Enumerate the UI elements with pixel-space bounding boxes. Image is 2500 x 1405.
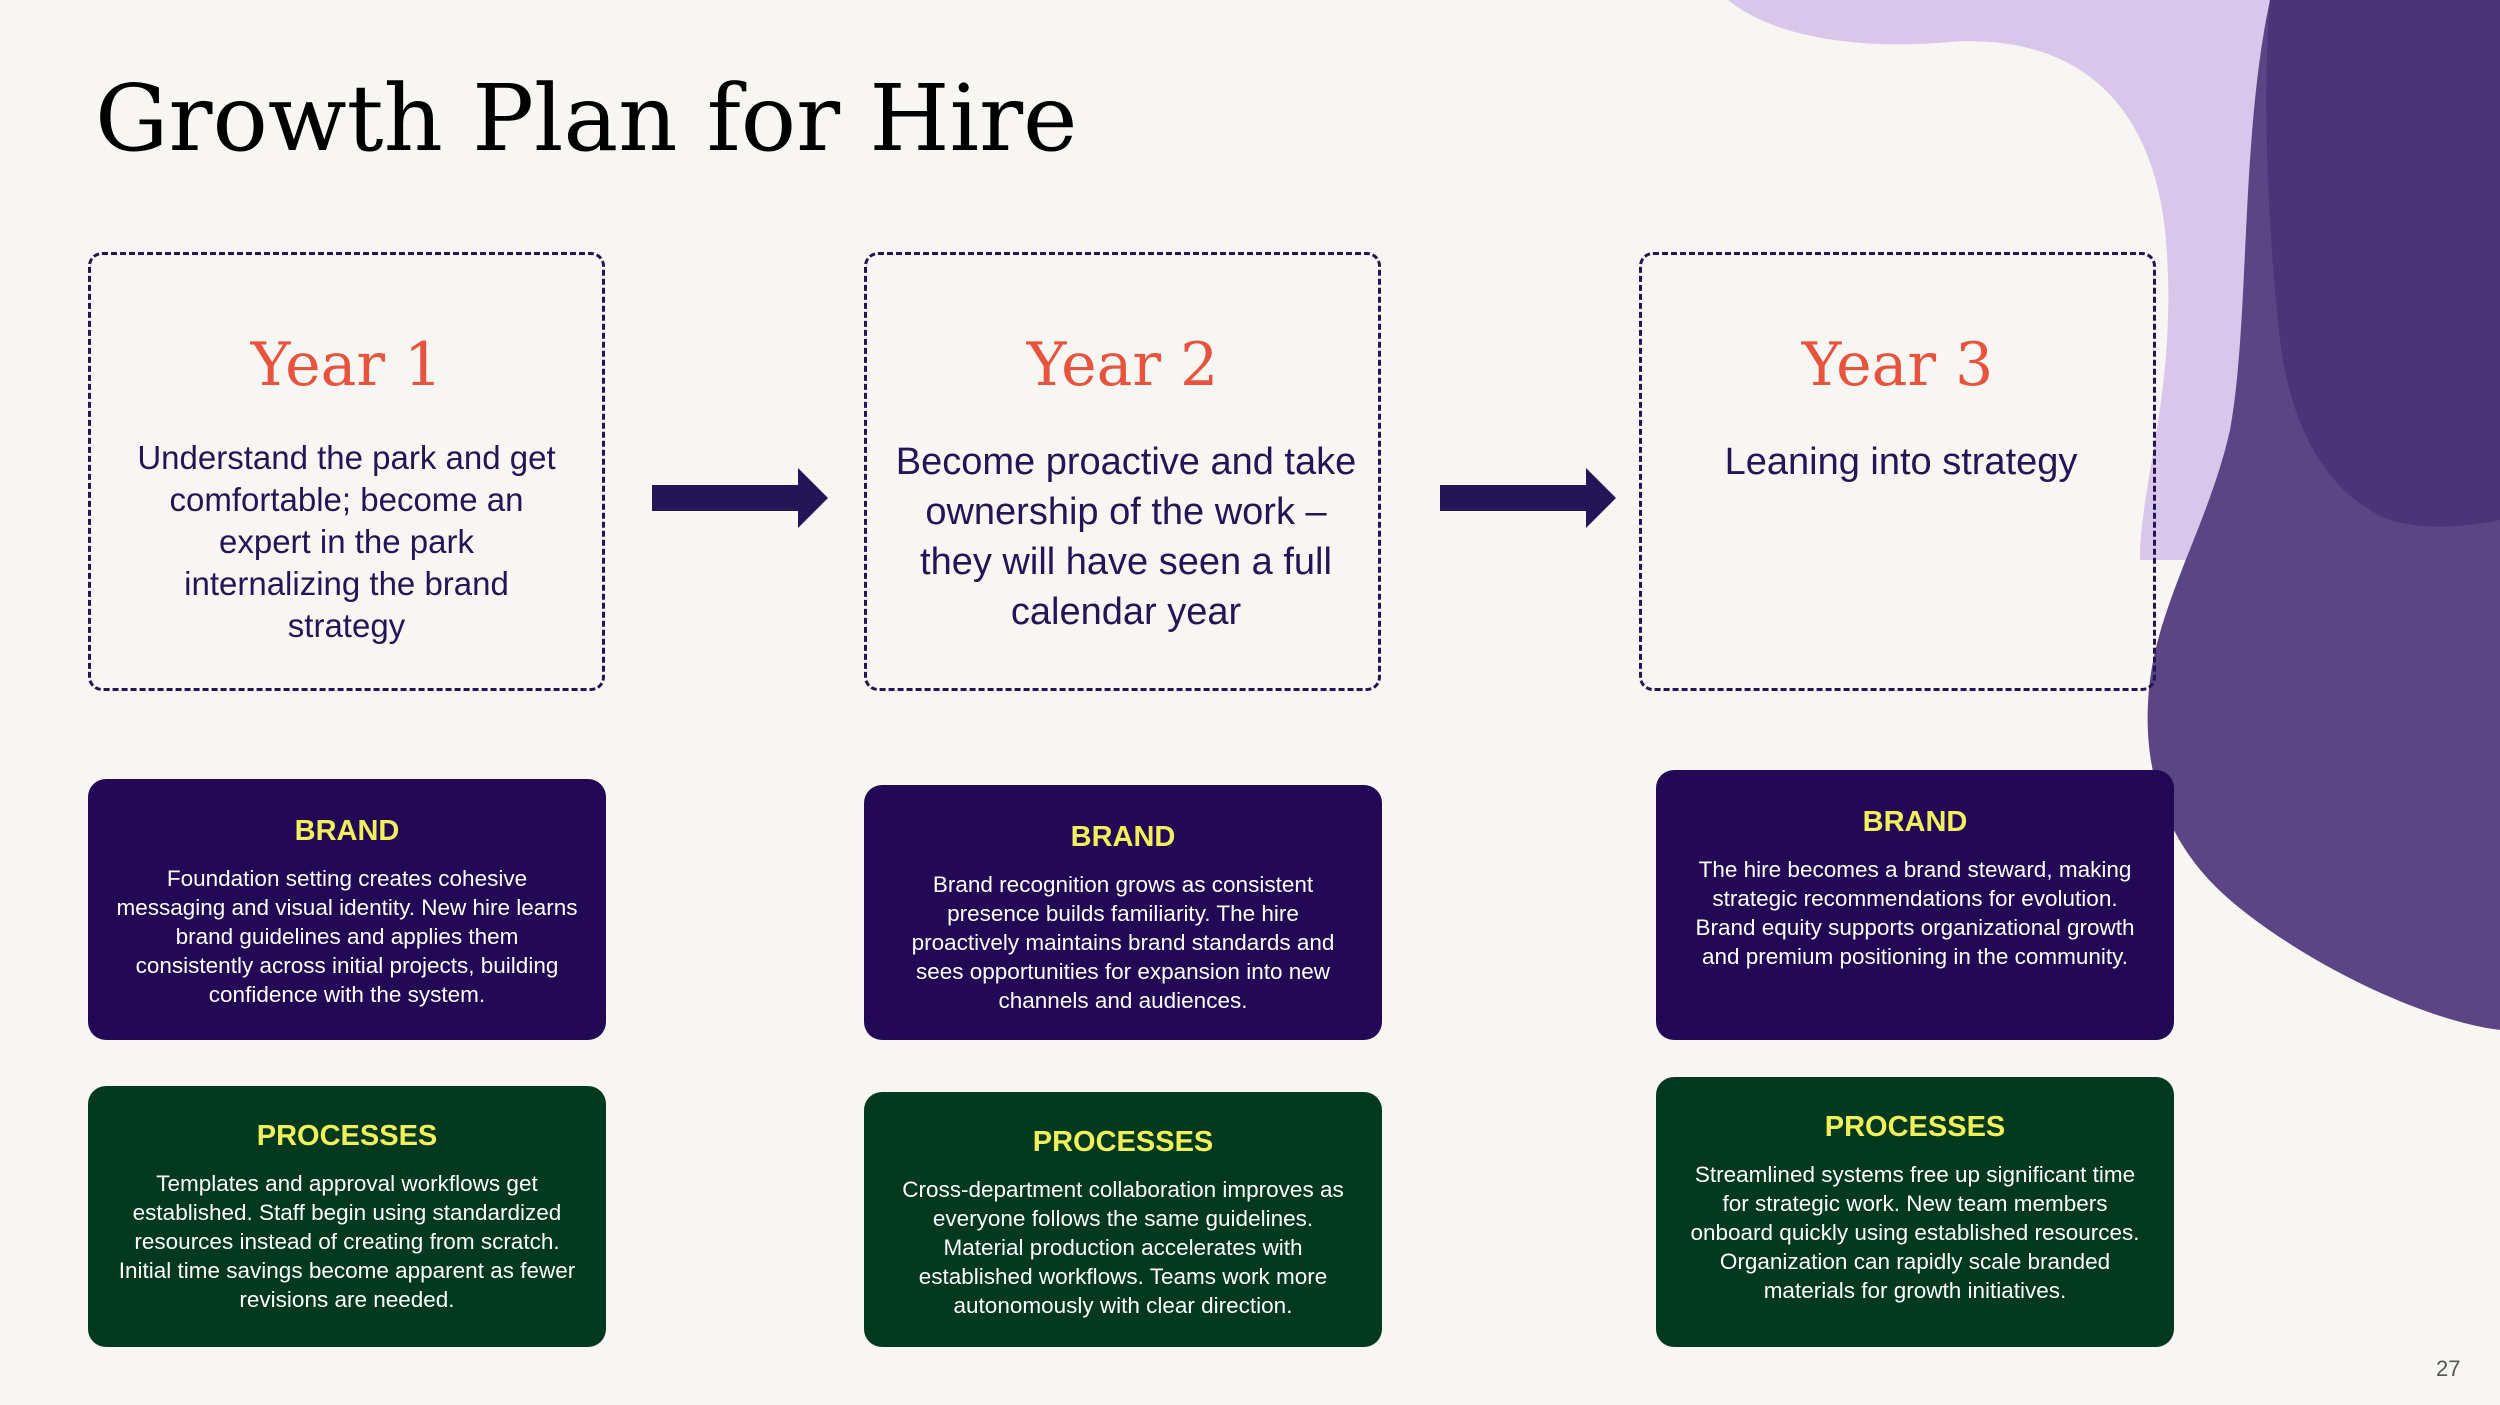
year-1-processes-card: PROCESSES Templates and approval workflo… xyxy=(88,1086,606,1347)
year-3-heading: Year 3 xyxy=(1801,330,1994,400)
year-1-box: Year 1 Understand the park and get comfo… xyxy=(88,252,605,691)
year-3-brand-card: BRAND The hire becomes a brand steward, … xyxy=(1656,770,2174,1040)
brand-body: The hire becomes a brand steward, making… xyxy=(1695,857,2135,969)
year-3-processes-card: PROCESSES Streamlined systems free up si… xyxy=(1656,1077,2174,1347)
dark-purple-blob xyxy=(2266,0,2500,527)
year-1-brand-card: BRAND Foundation setting creates cohesiv… xyxy=(88,779,606,1040)
year-2-heading: Year 2 xyxy=(1026,330,1219,400)
year-1-heading: Year 1 xyxy=(250,330,443,400)
processes-body: Cross-department collaboration improves … xyxy=(902,1177,1344,1318)
brand-heading: BRAND xyxy=(1070,821,1176,853)
processes-body: Streamlined systems free up significant … xyxy=(1690,1162,2140,1303)
brand-body: Brand recognition grows as consistent pr… xyxy=(911,872,1335,1013)
brand-body: Foundation setting creates cohesive mess… xyxy=(116,866,578,1007)
page-number: 27 xyxy=(2436,1356,2461,1381)
processes-body: Templates and approval workflows get est… xyxy=(118,1171,576,1312)
year-2-box: Year 2 Become proactive and take ownersh… xyxy=(864,252,1381,691)
year-2-description: Become proactive and take ownership of t… xyxy=(895,441,1357,633)
year-3-description: Leaning into strategy xyxy=(1724,441,2078,483)
arrow-right-icon xyxy=(1440,468,1616,528)
year-2-brand-card: BRAND Brand recognition grows as consist… xyxy=(864,785,1382,1040)
year-2-processes-card: PROCESSES Cross-department collaboration… xyxy=(864,1092,1382,1347)
processes-heading: PROCESSES xyxy=(256,1120,438,1152)
brand-heading: BRAND xyxy=(1862,806,1968,838)
year-1-description: Understand the park and get comfortable;… xyxy=(137,439,556,644)
year-3-box: Year 3 Leaning into strategy xyxy=(1639,252,2156,691)
arrow-right-icon xyxy=(652,468,828,528)
page-title: Growth Plan for Hire xyxy=(95,65,1078,172)
processes-heading: PROCESSES xyxy=(1032,1126,1214,1158)
processes-heading: PROCESSES xyxy=(1824,1111,2006,1143)
brand-heading: BRAND xyxy=(294,815,400,847)
